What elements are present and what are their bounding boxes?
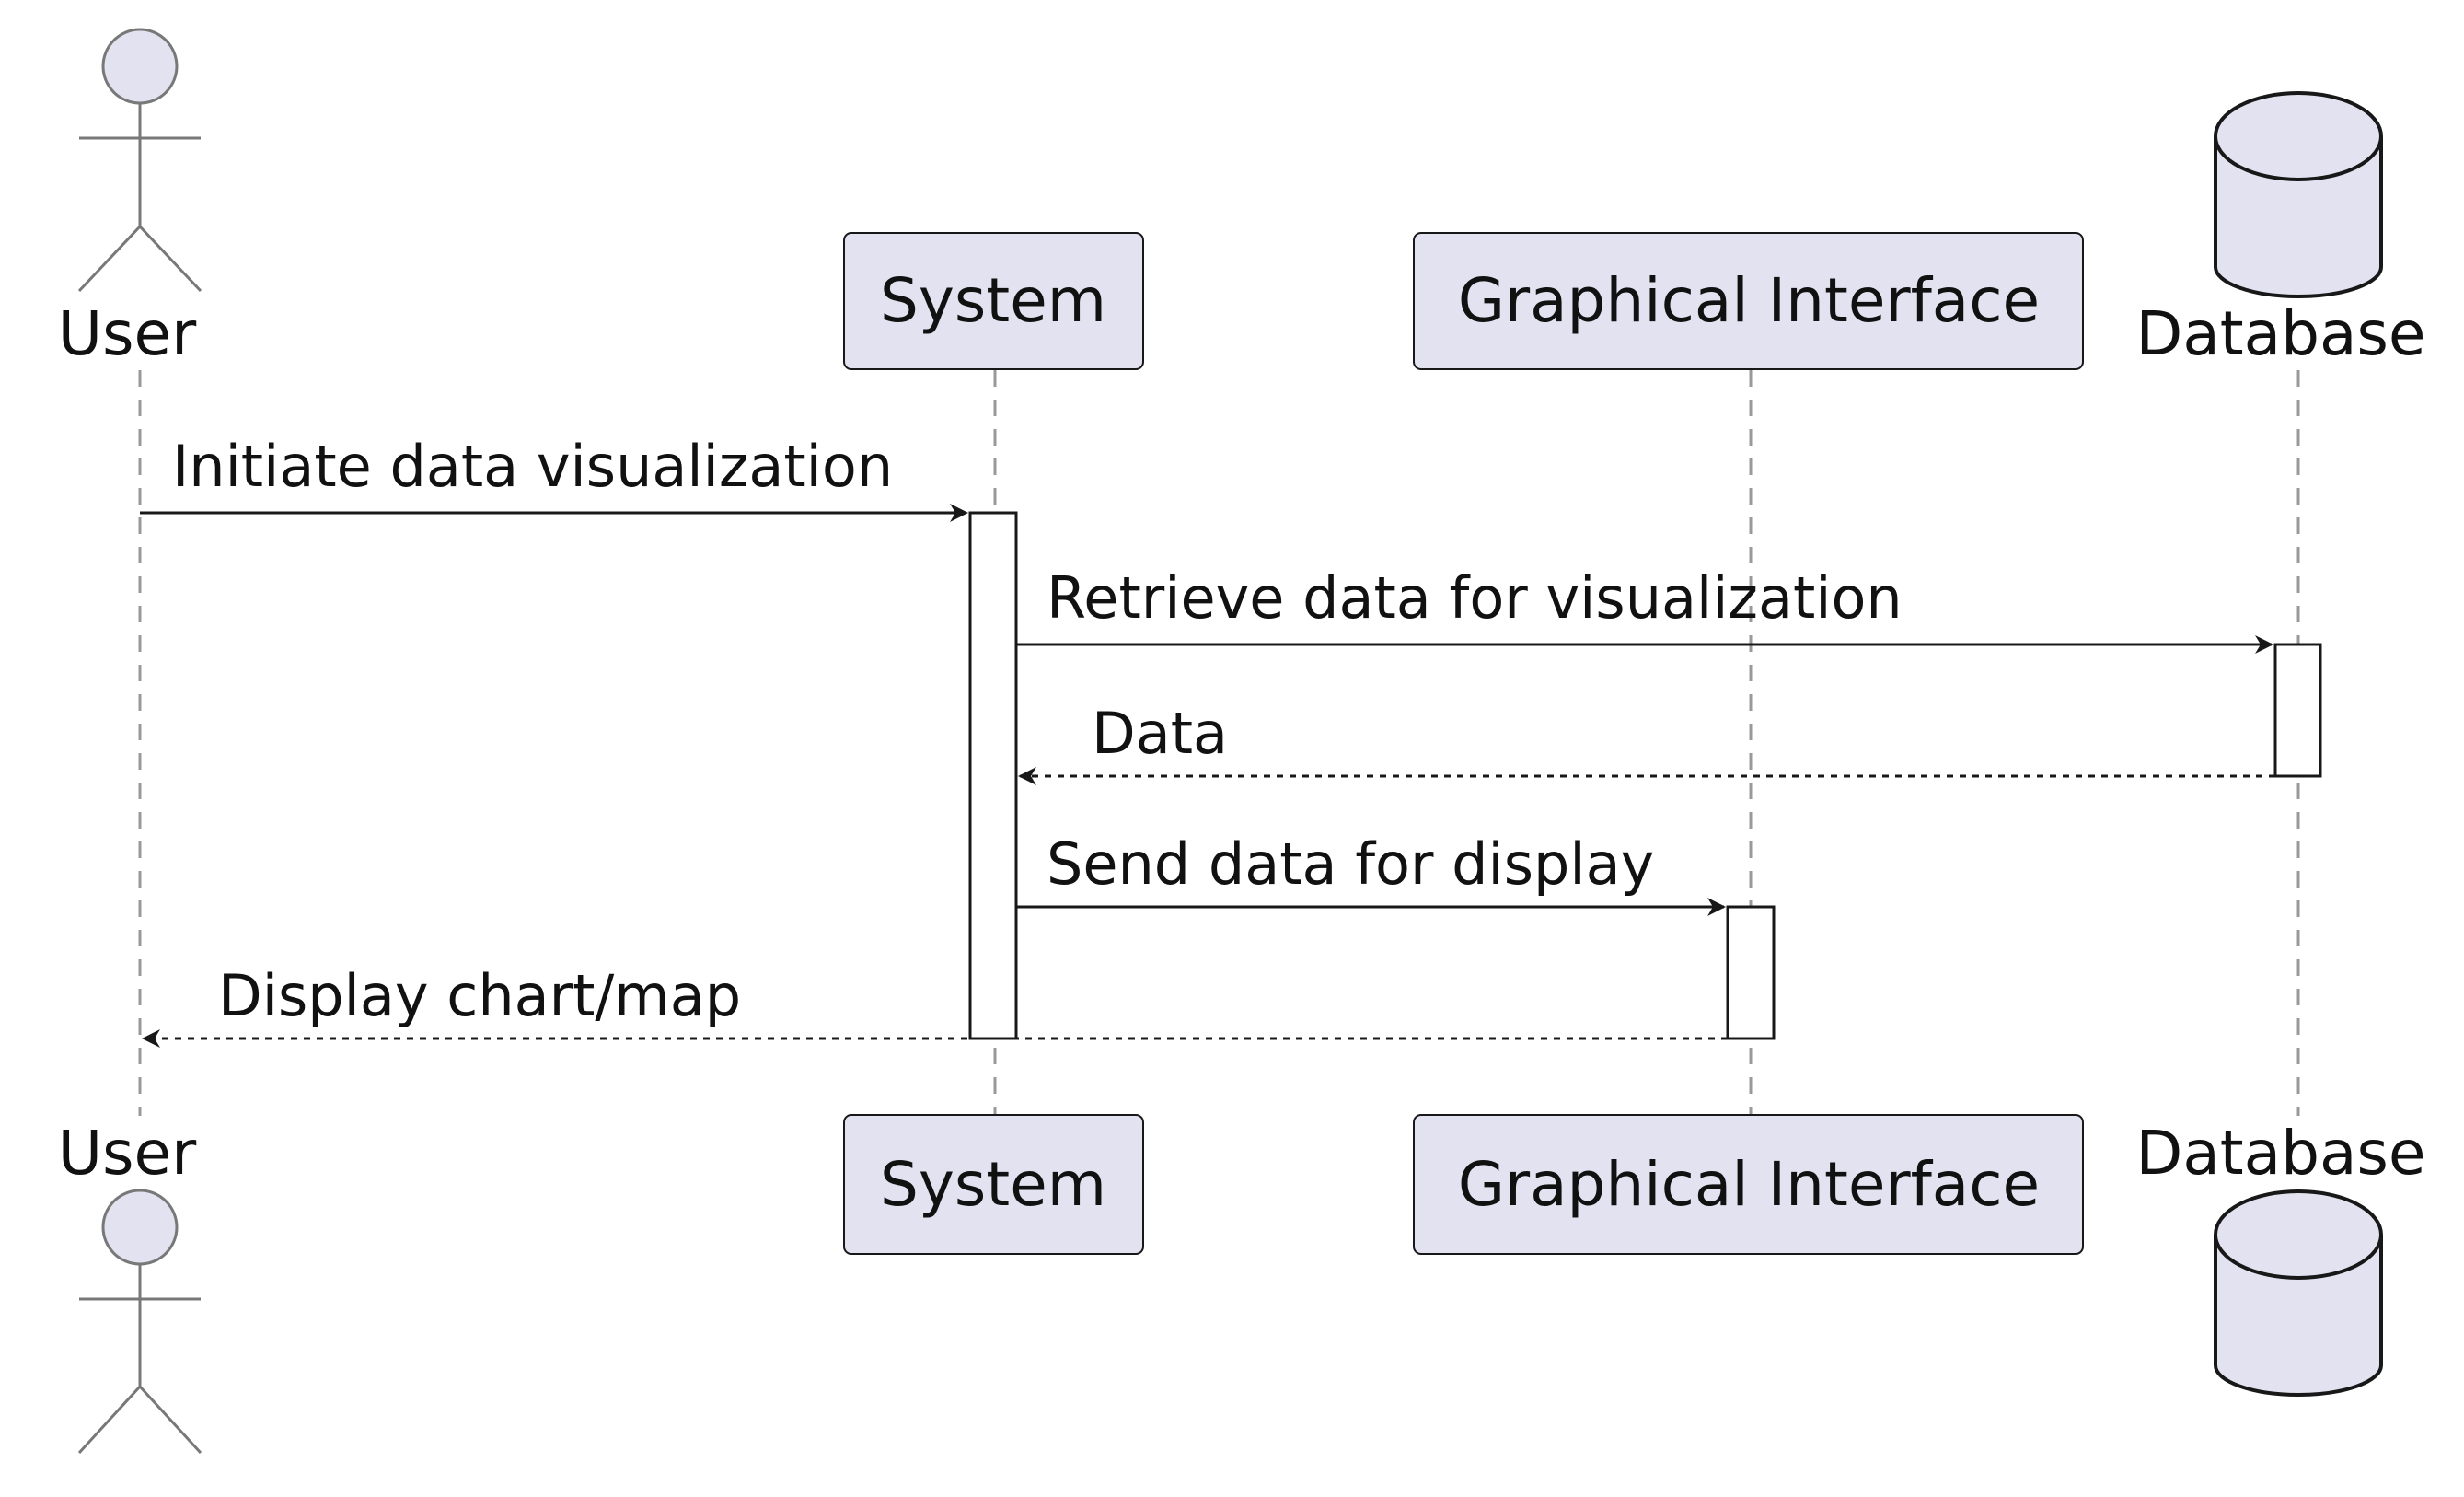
message-label: Initiate data visualization bbox=[172, 433, 893, 500]
database-label-bottom: Database bbox=[2136, 1118, 2426, 1189]
system-box-top bbox=[843, 232, 1144, 370]
actor-icon bbox=[101, 28, 179, 105]
system-box-bottom bbox=[843, 1114, 1144, 1255]
system-label-bottom: System bbox=[880, 1149, 1106, 1220]
gui-box-bottom bbox=[1413, 1114, 2084, 1255]
database-icon-top bbox=[2214, 91, 2383, 298]
message-label: Display chart/map bbox=[218, 962, 741, 1029]
gui-label-bottom: Graphical Interface bbox=[1458, 1149, 2040, 1220]
user-label-bottom: User bbox=[58, 1118, 197, 1189]
database-icon-bottom bbox=[2214, 1189, 2383, 1397]
system-activation bbox=[968, 511, 1018, 1040]
message-label: Send data for display bbox=[1047, 830, 1654, 898]
user-actor-top bbox=[77, 28, 202, 293]
gui-label-top: Graphical Interface bbox=[1458, 265, 2040, 336]
gui-activation bbox=[1726, 905, 1776, 1040]
gui-box-top bbox=[1413, 232, 2084, 370]
database-activation bbox=[2273, 643, 2322, 778]
user-actor-bottom bbox=[77, 1189, 202, 1455]
message-label: Retrieve data for visualization bbox=[1047, 564, 1903, 632]
message-label: Data bbox=[1092, 700, 1228, 767]
database-label-top: Database bbox=[2136, 298, 2426, 369]
user-label-top: User bbox=[58, 298, 197, 369]
system-label-top: System bbox=[880, 265, 1106, 336]
actor-icon bbox=[101, 1189, 179, 1266]
